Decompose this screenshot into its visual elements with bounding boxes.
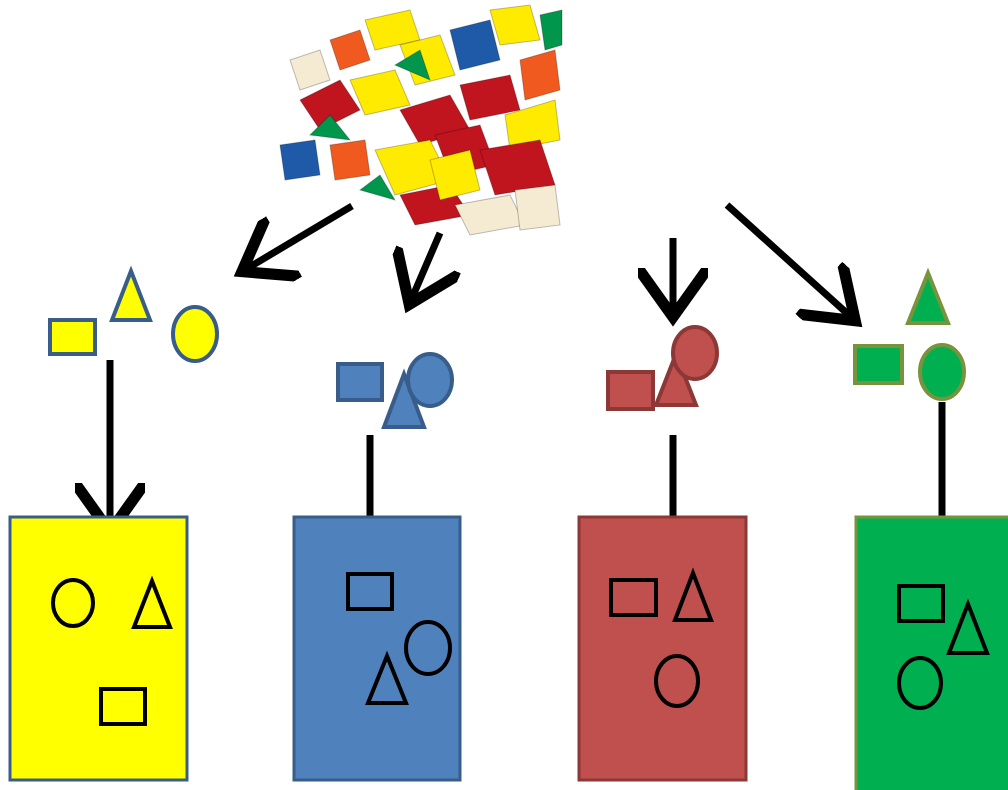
red-shape-group [606,325,719,411]
red-square [606,370,655,411]
pattern-block-piece [459,74,521,121]
green-bin-circle-outline [897,656,943,710]
pattern-block-piece [349,69,411,116]
pattern-block-piece [393,49,431,81]
red-bin-triangle-outline [672,567,714,622]
green-bin-triangle-outline [946,598,990,655]
red-bin [577,515,748,782]
blue-bin [292,515,462,782]
pattern-block-piece [329,139,371,181]
red-bin-square-outline [609,578,658,617]
yellow-bin-triangle-outline [131,575,173,629]
pattern-block-piece [358,174,397,201]
green-shape-group [853,267,966,401]
green-square [853,344,904,385]
yellow-circle [171,305,219,363]
pile-to-green-arrow [724,202,850,316]
pattern-block-piece [449,19,501,71]
red-bin-circle-outline [654,654,700,708]
red-triangle [653,348,699,407]
pattern-block-piece [329,29,371,71]
pattern-block-piece [504,99,561,151]
yellow-triangle [109,265,153,322]
blue-square [336,362,384,402]
pattern-block-piece [289,49,331,91]
pattern-block-piece [489,4,541,46]
pattern-block-piece [539,9,563,51]
green-triangle [905,267,951,325]
red-circle [671,325,719,381]
pile-to-blue-arrow [412,231,440,298]
green-bin [854,515,1008,790]
blue-bin-circle-outline [404,620,452,676]
yellow-bin [8,515,189,782]
yellow-bin-circle-outline [51,578,95,628]
pattern-block-piece [429,149,481,201]
yellow-square [48,318,97,356]
pile-to-yellow-arrow [248,202,354,268]
pattern-block-piece [519,49,561,101]
blue-bin-square-outline [346,572,394,611]
pattern-block-piece [308,114,352,141]
pattern-block-piece [279,139,321,181]
blue-circle [406,352,454,408]
blue-bin-triangle-outline [365,650,409,705]
yellow-bin-square-outline [99,687,147,726]
green-circle [918,343,966,401]
pattern-blocks-pile-icon [272,0,563,245]
green-bin-square-outline [897,584,945,623]
blue-shape-group [336,352,454,429]
yellow-shape-group [48,265,219,363]
pattern-block-piece [514,184,561,231]
pattern-block-piece [299,79,361,131]
